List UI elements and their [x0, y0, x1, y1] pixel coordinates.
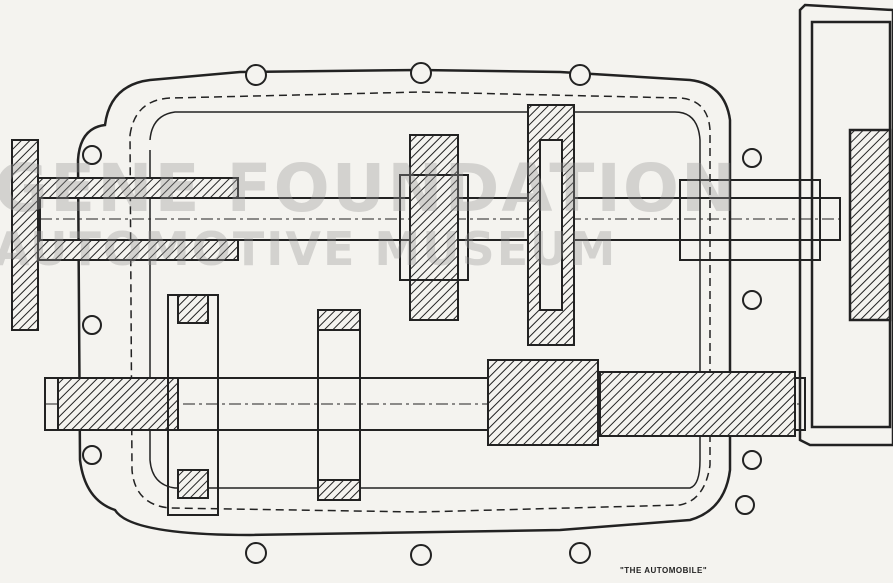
- casing-outline: [76, 68, 732, 537]
- upper-gear-right: [527, 104, 575, 346]
- image-credit: "THE AUTOMOBILE": [620, 566, 708, 575]
- upper-gear-left: [399, 134, 469, 321]
- end-cover: [798, 3, 893, 447]
- lower-gear-left: [167, 294, 219, 516]
- lower-gear-middle: [317, 309, 361, 501]
- layshaft: [44, 359, 806, 446]
- bolt-holes: [82, 62, 762, 566]
